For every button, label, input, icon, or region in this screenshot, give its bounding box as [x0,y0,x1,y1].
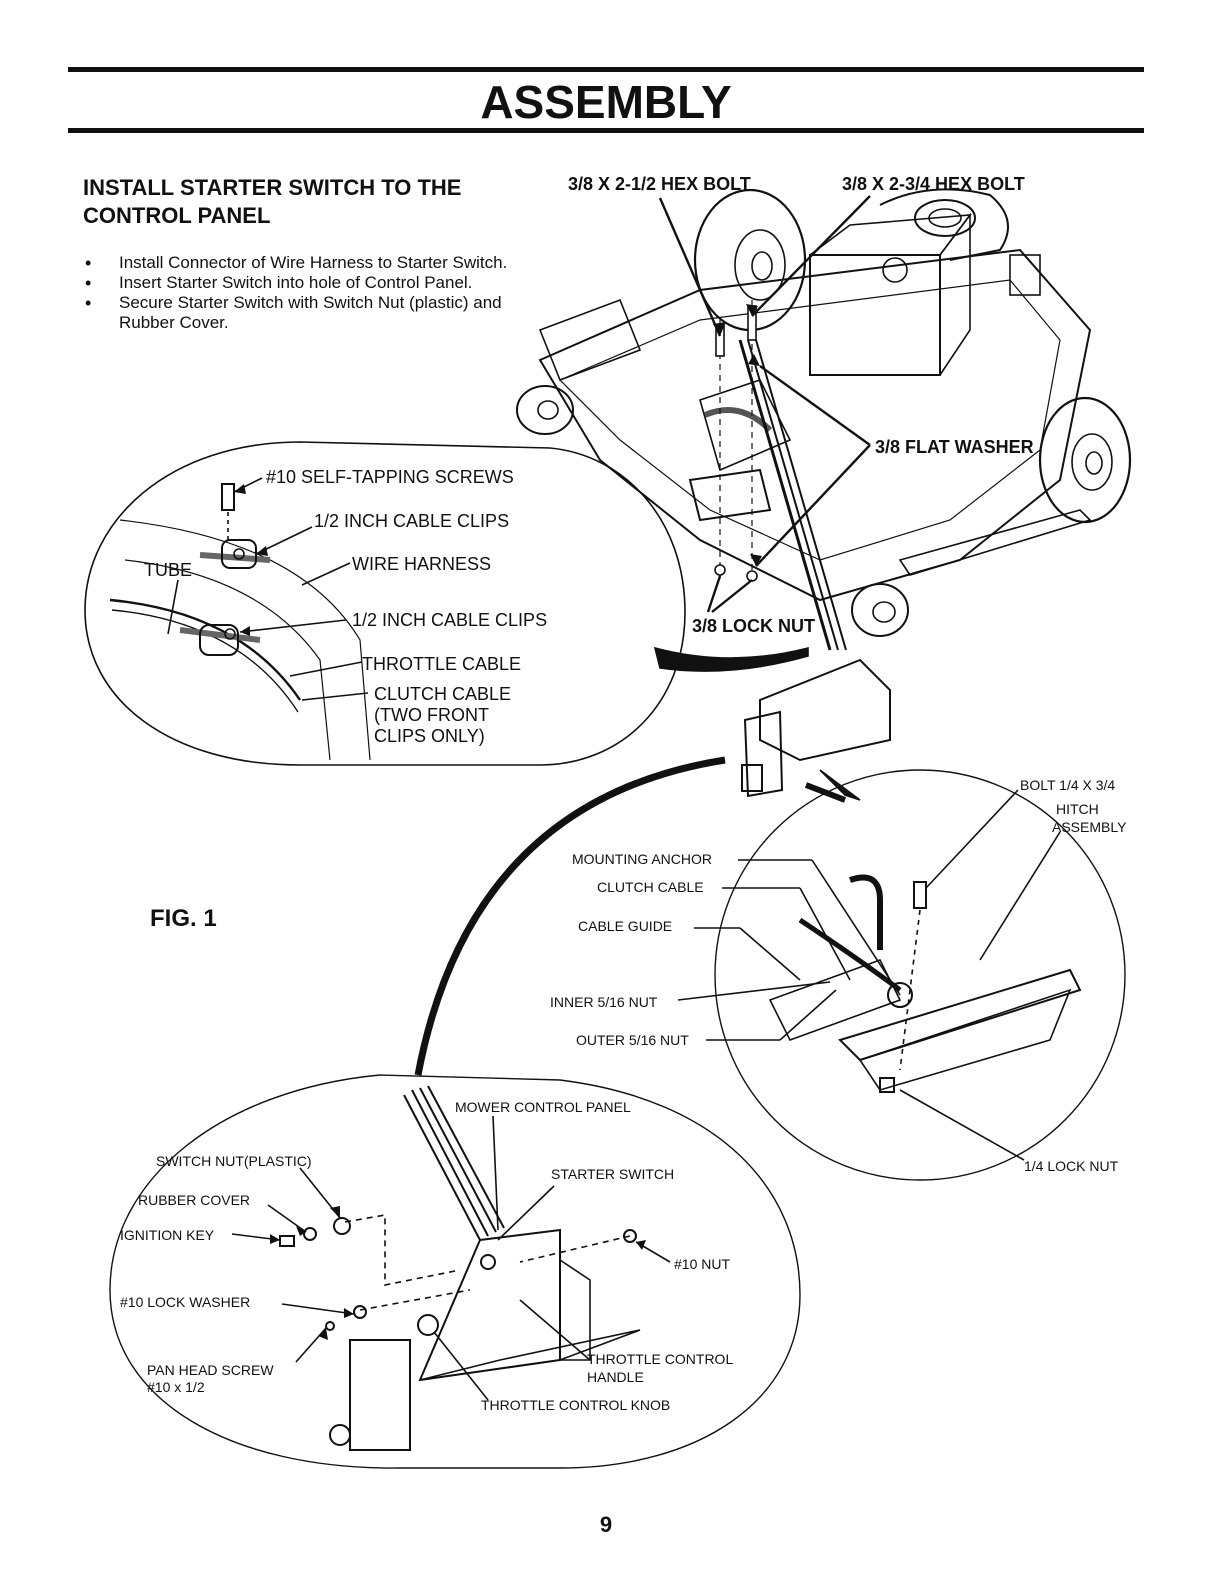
label-hitch-line1: HITCH [1056,801,1099,817]
label-pan-head-line1: PAN HEAD SCREW [147,1362,274,1378]
label-ignition-key: IGNITION KEY [120,1227,215,1243]
instruction-list: Install Connector of Wire Harness to Sta… [83,253,603,333]
label-lock-washer: #10 LOCK WASHER [120,1294,251,1310]
label-cable-clips-lower: 1/2 INCH CABLE CLIPS [352,610,548,630]
label-hex-bolt-2-3-4: 3/8 X 2-3/4 HEX BOLT [842,174,1025,194]
label-clutch-cable-line2: (TWO FRONT [374,705,489,725]
page-title: ASSEMBLY [480,76,732,128]
instruction-step: Insert Starter Switch into hole of Contr… [83,273,603,293]
label-lock-nut: 3/8 LOCK NUT [692,616,816,636]
label-quarter-lock-nut: 1/4 LOCK NUT [1024,1158,1119,1174]
label-hitch-clutch-cable: CLUTCH CABLE [597,879,704,895]
label-hitch-line2: ASSEMBLY [1052,819,1127,835]
mower-illustration [516,188,1132,798]
label-rubber-cover: RUBBER COVER [138,1192,251,1208]
label-self-tapping-screws: #10 SELF-TAPPING SCREWS [266,467,514,487]
label-throttle-knob: THROTTLE CONTROL KNOB [481,1397,671,1413]
section-title-line2: CONTROL PANEL [83,203,271,228]
label-mounting-anchor: MOUNTING ANCHOR [572,851,712,867]
header-rule-bottom [68,128,1144,133]
instruction-step: Install Connector of Wire Harness to Sta… [83,253,603,273]
label-hitch-assembly: HITCH ASSEMBLY [1052,800,1126,836]
panel-detail-bubble [109,1074,801,1469]
label-bolt-1-4: BOLT 1/4 X 3/4 [1020,777,1116,793]
label-outer-nut: OUTER 5/16 NUT [576,1032,689,1048]
label-cable-clips-upper: 1/2 INCH CABLE CLIPS [314,511,510,531]
label-tube: TUBE [144,560,193,580]
hitch-detail-circle [677,769,1126,1181]
header-rule-top [68,67,1144,72]
label-switch-nut: SWITCH NUT(PLASTIC) [156,1153,312,1169]
cable-detail-bubble [84,441,686,766]
label-inner-nut: INNER 5/16 NUT [550,994,658,1010]
label-pan-head-screw: PAN HEAD SCREW #10 x 1/2 [147,1362,274,1396]
label-clutch-cable: CLUTCH CABLE (TWO FRONT CLIPS ONLY) [374,684,511,747]
label-clutch-cable-line3: CLIPS ONLY) [374,726,485,746]
label-throttle-handle-line2: HANDLE [587,1369,644,1385]
label-nut-10: #10 NUT [674,1256,731,1272]
section-title-line1: INSTALL STARTER SWITCH TO THE [83,175,462,200]
page-number: 9 [599,1512,613,1537]
label-mower-control-panel: MOWER CONTROL PANEL [455,1099,631,1115]
label-clutch-cable-line1: CLUTCH CABLE [374,684,512,704]
label-wire-harness: WIRE HARNESS [352,554,492,574]
label-cable-guide: CABLE GUIDE [578,918,673,934]
label-flat-washer: 3/8 FLAT WASHER [875,437,1034,457]
label-pan-head-line2: #10 x 1/2 [147,1379,205,1395]
label-starter-switch: STARTER SWITCH [551,1166,675,1182]
figure-label: FIG. 1 [150,905,217,932]
instruction-step: Secure Starter Switch with Switch Nut (p… [83,293,539,333]
label-hex-bolt-2-1-2: 3/8 X 2-1/2 HEX BOLT [568,174,751,194]
section-title: INSTALL STARTER SWITCH TO THE CONTROL PA… [83,174,553,230]
label-throttle-handle: THROTTLE CONTROL HANDLE [587,1350,733,1386]
label-throttle-handle-line1: THROTTLE CONTROL [587,1351,734,1367]
label-throttle-cable: THROTTLE CABLE [362,654,522,674]
